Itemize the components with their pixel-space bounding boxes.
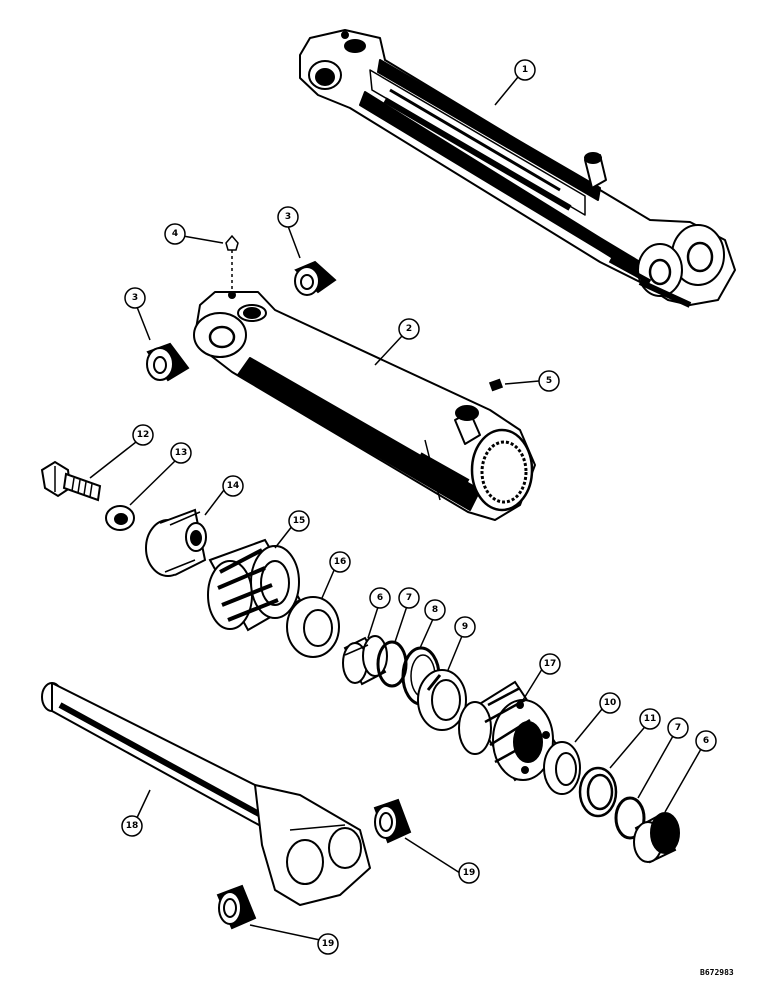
callout-19-lower: 19 xyxy=(317,933,339,955)
bushing-rod-lower xyxy=(216,884,257,930)
callout-number: 15 xyxy=(293,516,306,526)
callout-9: 9 xyxy=(454,616,476,638)
callout-12: 12 xyxy=(132,424,154,446)
grease-fitting xyxy=(225,234,239,290)
washer xyxy=(105,505,135,531)
callout-7-right: 7 xyxy=(667,717,689,739)
drawing-code: B672983 xyxy=(700,968,734,977)
callout-7-left: 7 xyxy=(398,587,420,609)
callout-1: 1 xyxy=(514,59,536,81)
callout-number: 9 xyxy=(462,622,468,632)
cylinder-tube xyxy=(193,291,536,521)
callout-19-upper: 19 xyxy=(458,862,480,884)
callout-number: 6 xyxy=(377,593,383,603)
seal xyxy=(417,669,467,731)
callout-13: 13 xyxy=(170,442,192,464)
callout-15: 15 xyxy=(288,510,310,532)
retaining-ring xyxy=(578,766,618,818)
callout-number: 8 xyxy=(432,605,438,615)
callout-number: 1 xyxy=(522,65,528,75)
callout-3-upper: 3 xyxy=(277,206,299,228)
callout-number: 19 xyxy=(322,939,335,949)
callout-2: 2 xyxy=(398,318,420,340)
callout-number: 10 xyxy=(604,698,617,708)
callout-number: 19 xyxy=(463,868,476,878)
callout-4: 4 xyxy=(164,223,186,245)
callout-number: 16 xyxy=(334,557,347,567)
callout-number: 3 xyxy=(285,212,291,222)
callout-number: 7 xyxy=(675,723,681,733)
callouts: 1 2 3 3 4 5 6 6 7 7 8 9 10 11 12 13 14 1… xyxy=(121,59,717,955)
callout-5: 5 xyxy=(538,370,560,392)
callout-16: 16 xyxy=(329,551,351,573)
pipe-plug xyxy=(488,378,504,392)
callout-6-right: 6 xyxy=(695,730,717,752)
wiper xyxy=(543,741,581,795)
wear-ring xyxy=(286,596,340,658)
callout-8: 8 xyxy=(424,599,446,621)
callout-number: 14 xyxy=(227,481,240,491)
callout-number: 5 xyxy=(546,376,552,386)
callout-number: 13 xyxy=(175,448,188,458)
bushing-rod-upper xyxy=(373,798,412,844)
callout-10: 10 xyxy=(599,692,621,714)
rod-seal-right xyxy=(633,812,680,864)
callout-number: 17 xyxy=(544,659,557,669)
leader-lines xyxy=(89,76,702,941)
callout-number: 7 xyxy=(406,593,412,603)
callout-3-lower: 3 xyxy=(124,287,146,309)
callout-number: 6 xyxy=(703,736,709,746)
callout-14: 14 xyxy=(222,475,244,497)
callout-18: 18 xyxy=(121,815,143,837)
callout-6-left: 6 xyxy=(369,587,391,609)
callout-number: 12 xyxy=(137,430,150,440)
callout-number: 3 xyxy=(132,293,138,303)
piston-rod xyxy=(41,682,371,906)
bushing-lower-left xyxy=(146,342,190,382)
callout-11: 11 xyxy=(639,708,661,730)
callout-number: 18 xyxy=(126,821,139,831)
callout-17: 17 xyxy=(539,653,561,675)
piston-nut xyxy=(145,508,207,577)
rod-seal-left xyxy=(342,635,388,686)
callout-number: 11 xyxy=(644,714,657,724)
bolt xyxy=(40,460,102,502)
o-ring-right xyxy=(614,796,646,840)
callout-number: 4 xyxy=(172,229,178,239)
callout-number: 2 xyxy=(406,324,412,334)
assembled-cylinder xyxy=(299,29,736,308)
piston xyxy=(207,538,302,632)
bushing-upper xyxy=(294,260,337,296)
gland xyxy=(458,680,562,782)
